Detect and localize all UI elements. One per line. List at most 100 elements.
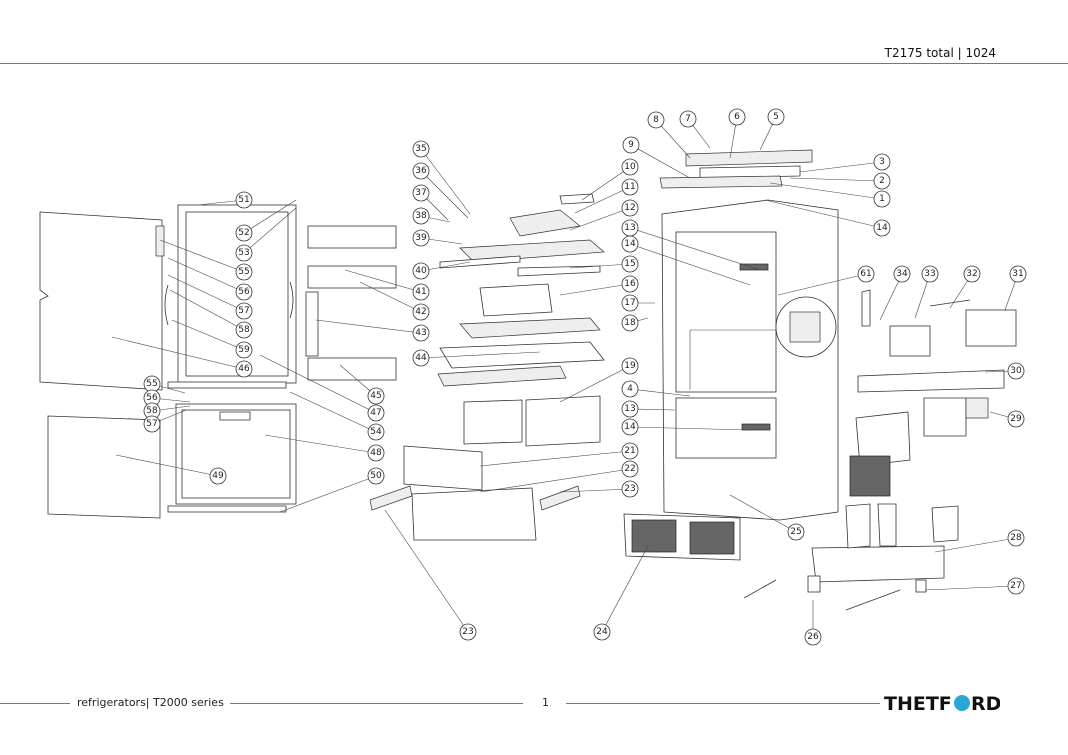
callout-53: 53 [235, 244, 253, 262]
callout-circle [235, 244, 253, 262]
callout-circle [367, 467, 385, 485]
leader-line-36 [420, 170, 469, 219]
callout-label: 2 [879, 176, 885, 186]
callout-6: 6 [728, 108, 746, 126]
leader-line-52 [243, 199, 297, 234]
callout-label: 47 [370, 408, 381, 418]
leader-line-14 [764, 199, 883, 229]
leader-line-47 [259, 354, 377, 414]
leader-line-24 [601, 545, 649, 633]
leader-line-22 [479, 468, 631, 493]
callout-label: 19 [624, 361, 636, 371]
callout-label: 23 [624, 484, 635, 494]
callout-circle [235, 283, 253, 301]
callout-label: 14 [624, 239, 636, 249]
callout-circle [235, 263, 253, 281]
leader-line-14 [629, 243, 751, 286]
leader-line-11 [574, 186, 631, 214]
callout-9: 9 [622, 136, 640, 154]
callout-label: 41 [415, 287, 426, 297]
callout-circle [235, 341, 253, 359]
leader-line-43 [315, 319, 422, 334]
callout-label: 56 [146, 393, 158, 403]
callout-circle [235, 191, 253, 209]
callout-35: 35 [412, 140, 430, 158]
callout-3: 3 [873, 153, 891, 171]
callout-21: 21 [621, 442, 639, 460]
door-shelves [305, 225, 397, 381]
leader-line-57 [167, 274, 245, 312]
leader-line-54 [289, 391, 377, 433]
callout-label: 39 [415, 233, 427, 243]
callout-label: 28 [1010, 533, 1022, 543]
callout-circle [621, 275, 639, 293]
door-panel-upper [39, 211, 163, 391]
callout-label: 43 [415, 328, 426, 338]
leader-line-41 [344, 269, 422, 293]
header-title: T2175 total | 1024 [884, 46, 996, 60]
callout-circle [412, 283, 430, 301]
callout-27: 27 [1007, 577, 1025, 595]
leader-line-9 [630, 144, 691, 179]
callout-circle [459, 623, 477, 641]
callout-34: 34 [893, 265, 911, 283]
callout-circle [209, 467, 227, 485]
callout-16: 16 [621, 275, 639, 293]
callout-circle [621, 158, 639, 176]
callout-label: 57 [238, 306, 249, 316]
callout-41: 41 [412, 283, 430, 301]
callout-circle [873, 153, 891, 171]
callout-29: 29 [1007, 410, 1025, 428]
callout-label: 11 [624, 182, 635, 192]
callout-label: 45 [370, 391, 381, 401]
callout-18: 18 [621, 314, 639, 332]
callout-circle [804, 628, 822, 646]
leader-line-44 [420, 351, 541, 359]
callout-label: 54 [370, 427, 382, 437]
leader-line-10 [581, 166, 631, 201]
callout-circle [412, 229, 430, 247]
callout-label: 37 [415, 188, 426, 198]
leader-line-3 [799, 161, 883, 173]
callout-circle [787, 523, 805, 541]
leader-line-16 [559, 283, 631, 296]
callout-label: 24 [596, 627, 608, 637]
callout-circle [621, 357, 639, 375]
callout-10: 10 [621, 158, 639, 176]
callout-label: 18 [624, 318, 636, 328]
callout-circle [621, 418, 639, 436]
callout-46: 46 [235, 360, 253, 378]
callout-circle [412, 140, 430, 158]
callout-circle [367, 387, 385, 405]
leader-line-49 [115, 454, 219, 477]
callout-label: 23 [462, 627, 473, 637]
callout-7: 7 [679, 110, 697, 128]
shelves-and-bins [369, 193, 605, 541]
callout-33: 33 [921, 265, 939, 283]
callout-label: 30 [1010, 366, 1022, 376]
leader-line-28 [934, 537, 1017, 553]
callout-label: 29 [1010, 414, 1022, 424]
callout-31: 31 [1009, 265, 1027, 283]
leader-line-56 [167, 257, 245, 293]
leader-line-23 [384, 509, 469, 633]
leader-line-55 [159, 239, 245, 273]
callout-label: 32 [966, 269, 977, 279]
callout-56: 56 [235, 283, 253, 301]
callout-5: 5 [767, 108, 785, 126]
callout-circle [621, 178, 639, 196]
callout-label: 8 [653, 115, 659, 125]
callout-circle [621, 400, 639, 418]
leader-line-2 [789, 177, 883, 182]
callout-1: 1 [873, 190, 891, 208]
leader-line-23 [559, 488, 631, 493]
leader-line-8 [655, 119, 691, 159]
footer-rule-middle-right [566, 703, 880, 704]
callout-circle [621, 442, 639, 460]
callout-circle [621, 199, 639, 217]
callout-50: 50 [367, 467, 385, 485]
callout-25: 25 [787, 523, 805, 541]
callout-circle [412, 303, 430, 321]
leader-line-15 [569, 263, 631, 269]
